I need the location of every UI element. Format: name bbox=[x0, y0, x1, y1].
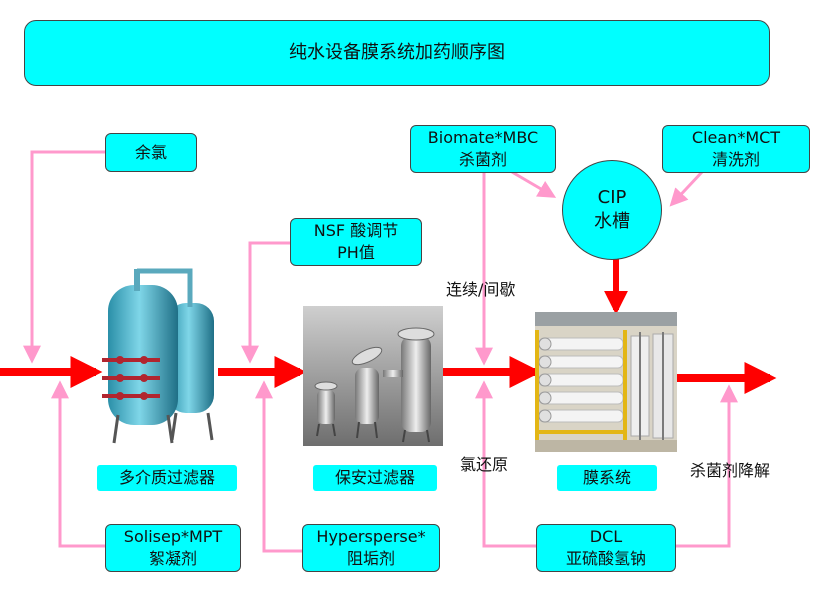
membrane-system-label: 膜系统 bbox=[557, 465, 657, 491]
biomate-line1: Biomate*MBC bbox=[427, 128, 539, 147]
security-filter-label: 保安过滤器 bbox=[313, 465, 437, 491]
dosing-line-biomate-to-cip bbox=[511, 170, 557, 198]
continuous-intermittent-label: 连续/间歇 bbox=[446, 280, 516, 299]
solisep-line1: Solisep*MPT bbox=[123, 527, 223, 546]
multimedia-filter-image bbox=[102, 268, 214, 444]
dosing-line-hypersperse bbox=[255, 380, 302, 553]
dosing-line-clean-to-cip bbox=[669, 170, 704, 207]
security-filter-text: 保安过滤器 bbox=[334, 468, 415, 487]
clean-line1: Clean*MCT bbox=[691, 128, 781, 147]
biomate-line2: 杀菌剂 bbox=[458, 150, 507, 169]
multimedia-filter-text: 多介质过滤器 bbox=[118, 468, 215, 487]
cip-tank: CIP 水槽 bbox=[562, 160, 662, 260]
dosing-line-dcl bbox=[475, 380, 536, 548]
chlorine-reduction-label: 氯还原 bbox=[460, 455, 509, 474]
biomate-box: Biomate*MBC 杀菌剂 bbox=[410, 125, 556, 173]
membrane-system-text: 膜系统 bbox=[582, 468, 631, 487]
security-filter-image bbox=[303, 306, 443, 446]
dcl-line2: 亚硫酸氢钠 bbox=[565, 549, 646, 568]
residual-chlorine-label: 余氯 bbox=[134, 142, 167, 162]
clean-box: Clean*MCT 清洗剂 bbox=[662, 125, 810, 173]
membrane-system-image bbox=[535, 312, 677, 452]
solisep-box: Solisep*MPT 絮凝剂 bbox=[105, 524, 241, 572]
dcl-box: DCL 亚硫酸氢钠 bbox=[536, 524, 676, 572]
dosing-line-solisep bbox=[51, 380, 105, 548]
residual-chlorine-box: 余氯 bbox=[105, 133, 197, 172]
hypersperse-line1: Hypersperse* bbox=[316, 527, 426, 546]
dosing-line-residual-chlorine bbox=[23, 150, 105, 364]
sterilant-degradation-label: 杀菌剂降解 bbox=[690, 461, 771, 480]
cip-line2: 水槽 bbox=[594, 211, 630, 232]
hypersperse-line2: 阻垢剂 bbox=[346, 549, 395, 568]
diagram-title: 纯水设备膜系统加药顺序图 bbox=[24, 20, 770, 86]
dosing-line-dcl-degradation bbox=[676, 384, 738, 548]
hypersperse-box: Hypersperse* 阻垢剂 bbox=[302, 524, 440, 572]
nsf-line1: NSF 酸调节 bbox=[313, 221, 399, 240]
solisep-line2: 絮凝剂 bbox=[148, 549, 197, 568]
multimedia-filter-label: 多介质过滤器 bbox=[97, 465, 237, 491]
clean-line2: 清洗剂 bbox=[711, 150, 760, 169]
nsf-box: NSF 酸调节 PH值 bbox=[290, 218, 422, 266]
title-text: 纯水设备膜系统加药顺序图 bbox=[289, 42, 505, 63]
nsf-line2: PH值 bbox=[337, 243, 375, 262]
dcl-line1: DCL bbox=[589, 527, 623, 546]
cip-line1: CIP bbox=[597, 187, 627, 208]
dosing-line-nsf bbox=[241, 241, 290, 364]
